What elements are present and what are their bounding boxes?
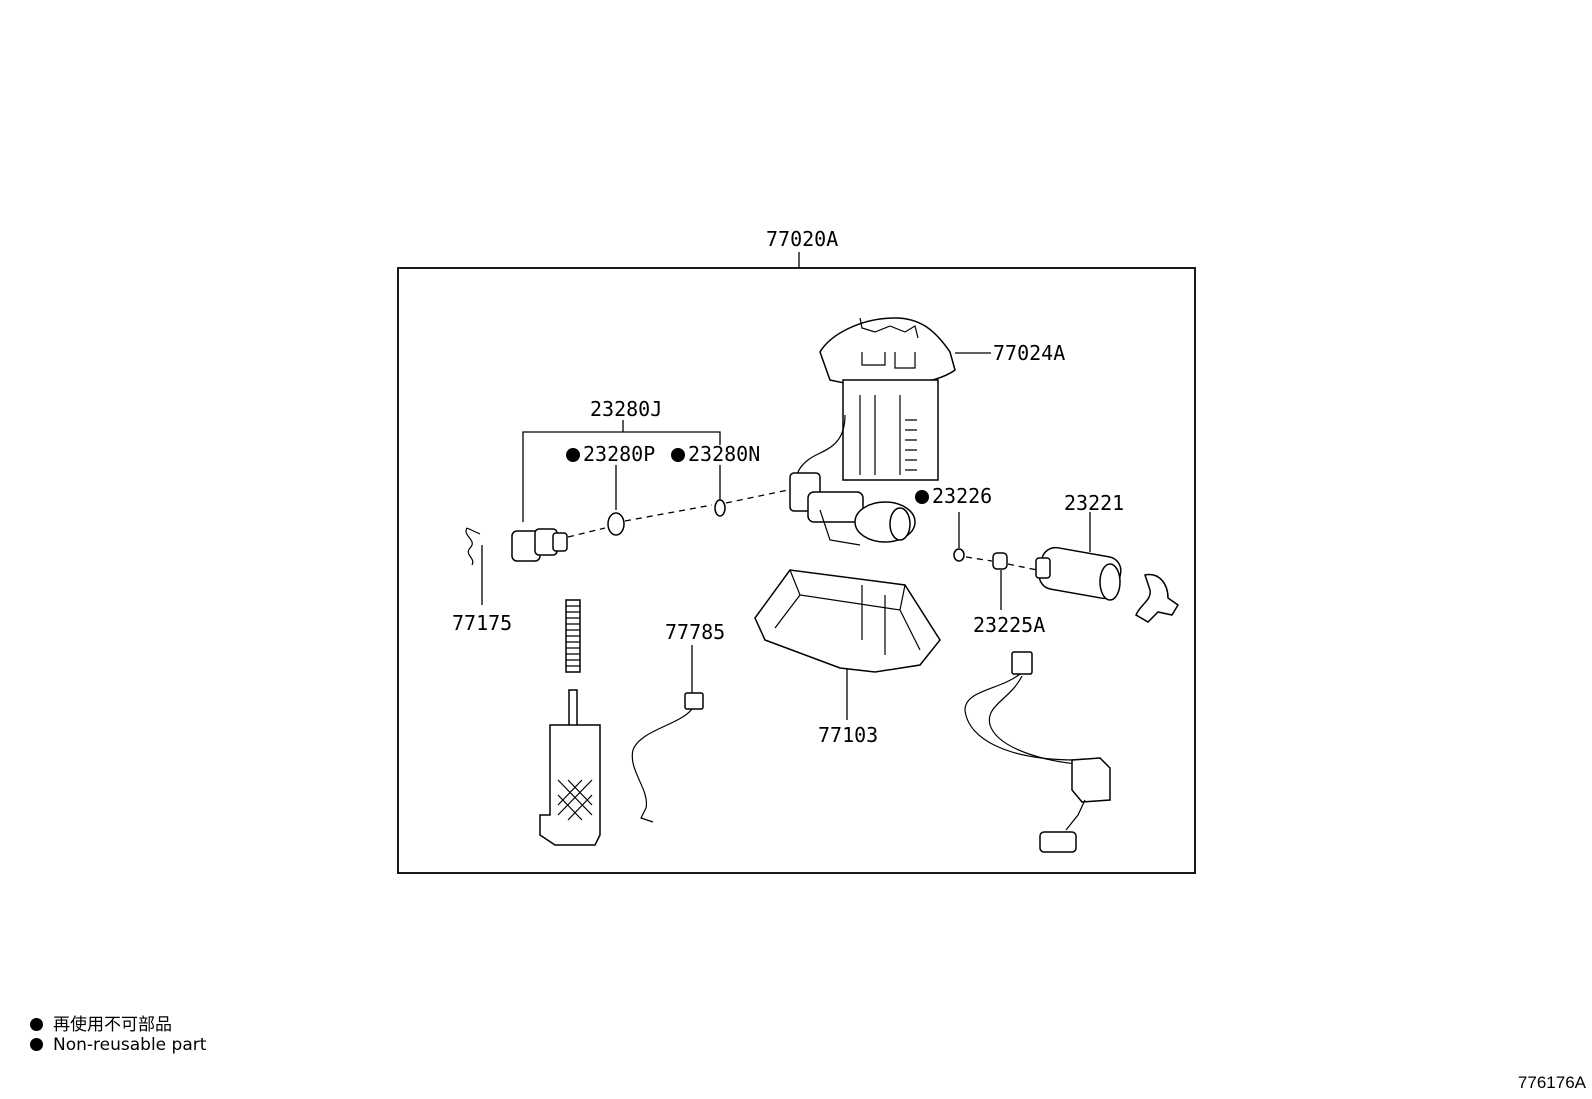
bracket-part <box>754 569 941 673</box>
suction-part <box>511 528 568 562</box>
fuel-sender-housing <box>819 317 956 481</box>
harness-connector <box>684 692 704 710</box>
callout-77103: 77103 <box>818 723 879 747</box>
callout-23280J: 23280J <box>590 397 663 421</box>
assembly-axis <box>567 527 606 538</box>
catalog-id: 776176A <box>1517 1073 1586 1092</box>
gauge-arm <box>988 675 1079 765</box>
non-reusable-marker-icon <box>30 1038 43 1051</box>
fuel-pump <box>1035 546 1122 601</box>
gauge-connector <box>1011 651 1033 675</box>
callout-23280N-text: 23280N <box>688 442 761 466</box>
callout-23280P: 23280P <box>566 443 655 465</box>
fuel-filter <box>539 724 601 846</box>
gasket-p <box>607 512 625 536</box>
callout-77785: 77785 <box>665 620 726 644</box>
non-reusable-marker-icon <box>671 448 685 462</box>
gasket-n <box>714 499 726 517</box>
suction-set-bracket <box>522 431 721 522</box>
legend-japanese: 再使用不可部品 <box>30 1010 172 1035</box>
pump-subassembly <box>789 472 916 546</box>
callout-23226-text: 23226 <box>932 484 993 508</box>
clamp <box>465 527 481 566</box>
guide-rod <box>568 689 578 731</box>
filter-cushion <box>992 552 1008 570</box>
float <box>1039 831 1077 853</box>
assembly-axis-2 <box>624 504 713 522</box>
callout-77175: 77175 <box>452 611 513 635</box>
pump-axis <box>965 556 993 562</box>
legend-english: Non-reusable part <box>30 1035 206 1055</box>
assembly-axis-3 <box>725 489 789 504</box>
float-arm <box>1065 799 1086 831</box>
legend-english-text: Non-reusable part <box>53 1035 207 1055</box>
harness-wire <box>631 708 693 823</box>
spring <box>565 599 581 673</box>
pump-axis-2 <box>1007 563 1038 571</box>
callout-23280N: 23280N <box>671 443 760 465</box>
non-reusable-marker-icon <box>566 448 580 462</box>
gauge-unit <box>1071 757 1111 803</box>
non-reusable-marker-icon <box>30 1018 43 1031</box>
oring <box>953 548 965 562</box>
callout-77024A: 77024A <box>993 341 1066 365</box>
callout-23221: 23221 <box>1064 491 1125 515</box>
assembly-frame <box>397 267 1196 874</box>
callout-23280P-text: 23280P <box>583 442 656 466</box>
callout-77020A: 77020A <box>766 227 839 251</box>
pump-retainer <box>1135 573 1180 623</box>
legend-japanese-text: 再使用不可部品 <box>53 1015 172 1035</box>
callout-23226: 23226 <box>915 485 992 507</box>
callout-23225A: 23225A <box>973 613 1046 637</box>
gauge-wire <box>964 673 1076 761</box>
non-reusable-marker-icon <box>915 490 929 504</box>
